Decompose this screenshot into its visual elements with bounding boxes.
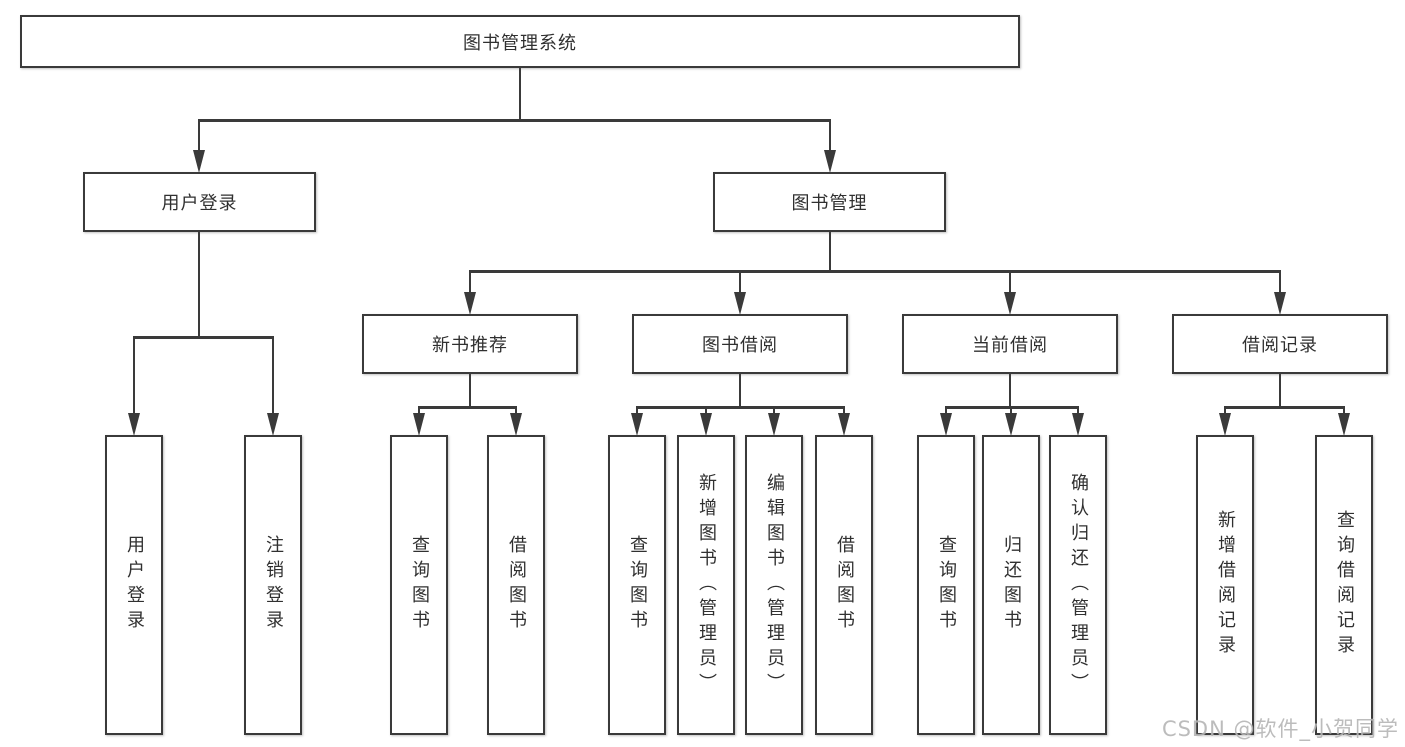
arrowhead-down-icon: [837, 413, 850, 436]
node-leaf-confirm-return: 确认归还（管理员）: [1049, 435, 1107, 735]
node-leaf-query-borrow-record: 查询借阅记录: [1315, 435, 1373, 735]
node-leaf-return-books: 归还图书: [982, 435, 1040, 735]
node-label-leaf-logout: 注销登录: [263, 535, 284, 635]
connector-stem: [828, 232, 832, 273]
connector-stem: [1278, 374, 1282, 409]
arrowhead-down-icon: [1003, 292, 1016, 315]
node-label-new-book-recommend: 新书推荐: [432, 335, 508, 356]
node-leaf-query-books-rec: 查询图书: [390, 435, 448, 735]
node-leaf-borrow-books-rec: 借阅图书: [487, 435, 545, 735]
node-label-root: 图书管理系统: [463, 32, 577, 54]
node-label-leaf-query-borrow-record: 查询借阅记录: [1334, 510, 1355, 660]
connector-stem: [468, 374, 472, 409]
connector-drop: [468, 270, 472, 299]
node-current-borrowing: 当前借阅: [902, 314, 1118, 374]
arrowhead-down-icon: [630, 413, 643, 436]
node-leaf-add-books: 新增图书（管理员）: [677, 435, 735, 735]
node-leaf-edit-books: 编辑图书（管理员）: [745, 435, 803, 735]
connector-drop: [1008, 270, 1012, 299]
node-borrowing-records: 借阅记录: [1172, 314, 1388, 374]
arrowhead-down-icon: [1337, 413, 1350, 436]
connector-stem: [1008, 374, 1012, 409]
arrowhead-down-icon: [733, 292, 746, 315]
arrowhead-down-icon: [767, 413, 780, 436]
connector-stem: [738, 374, 742, 409]
arrowhead-down-icon: [266, 413, 279, 436]
node-label-leaf-borrow-books-rec: 借阅图书: [506, 535, 527, 635]
connector-drop: [738, 270, 742, 299]
node-label-leaf-confirm-return: 确认归还（管理员）: [1068, 472, 1089, 698]
arrowhead-down-icon: [412, 413, 425, 436]
connector-bar: [635, 406, 846, 409]
arrowhead-down-icon: [699, 413, 712, 436]
node-label-leaf-edit-books: 编辑图书（管理员）: [764, 472, 785, 698]
arrowhead-down-icon: [1004, 413, 1017, 436]
node-label-leaf-user-login: 用户登录: [124, 535, 145, 635]
node-label-user-login: 用户登录: [161, 193, 238, 214]
connector-bar: [197, 119, 832, 122]
node-label-leaf-query-books: 查询图书: [627, 535, 648, 635]
node-user-login: 用户登录: [83, 172, 316, 232]
connector-drop: [271, 336, 275, 420]
connector-drop: [197, 119, 201, 157]
connector-drop: [1278, 270, 1282, 299]
node-label-leaf-return-books: 归还图书: [1001, 535, 1022, 635]
arrowhead-down-icon: [823, 150, 836, 173]
node-label-book-borrowing: 图书借阅: [702, 335, 778, 356]
node-leaf-logout: 注销登录: [244, 435, 302, 735]
connector-stem: [518, 68, 522, 122]
node-label-leaf-query-books-cur: 查询图书: [936, 535, 957, 635]
connector-bar: [1223, 406, 1346, 409]
connector-bar: [417, 406, 518, 409]
arrowhead-down-icon: [1071, 413, 1084, 436]
node-label-book-management: 图书管理: [791, 193, 868, 214]
node-label-leaf-add-books: 新增图书（管理员）: [696, 472, 717, 698]
connector-drop: [132, 336, 136, 420]
arrowhead-down-icon: [127, 413, 140, 436]
node-label-current-borrowing: 当前借阅: [972, 335, 1048, 356]
node-label-leaf-add-borrow-record: 新增借阅记录: [1215, 510, 1236, 660]
arrowhead-down-icon: [463, 292, 476, 315]
connector-bar: [132, 336, 275, 339]
connector-drop: [828, 119, 832, 157]
node-root: 图书管理系统: [20, 15, 1020, 68]
node-leaf-query-books: 查询图书: [608, 435, 666, 735]
node-book-borrowing: 图书借阅: [632, 314, 848, 374]
node-label-borrowing-records: 借阅记录: [1242, 335, 1318, 356]
arrowhead-down-icon: [192, 150, 205, 173]
node-label-leaf-borrow-books: 借阅图书: [834, 535, 855, 635]
node-leaf-add-borrow-record: 新增借阅记录: [1196, 435, 1254, 735]
node-new-book-recommend: 新书推荐: [362, 314, 578, 374]
arrowhead-down-icon: [1273, 292, 1286, 315]
arrowhead-down-icon: [939, 413, 952, 436]
node-leaf-user-login: 用户登录: [105, 435, 163, 735]
connector-bar: [468, 270, 1282, 273]
node-book-management: 图书管理: [713, 172, 946, 232]
node-label-leaf-query-books-rec: 查询图书: [409, 535, 430, 635]
node-leaf-borrow-books: 借阅图书: [815, 435, 873, 735]
connector-stem: [197, 232, 201, 339]
node-leaf-query-books-cur: 查询图书: [917, 435, 975, 735]
arrowhead-down-icon: [1218, 413, 1231, 436]
csdn-watermark: CSDN @软件_小贺同学: [1161, 717, 1399, 741]
arrowhead-down-icon: [509, 413, 522, 436]
